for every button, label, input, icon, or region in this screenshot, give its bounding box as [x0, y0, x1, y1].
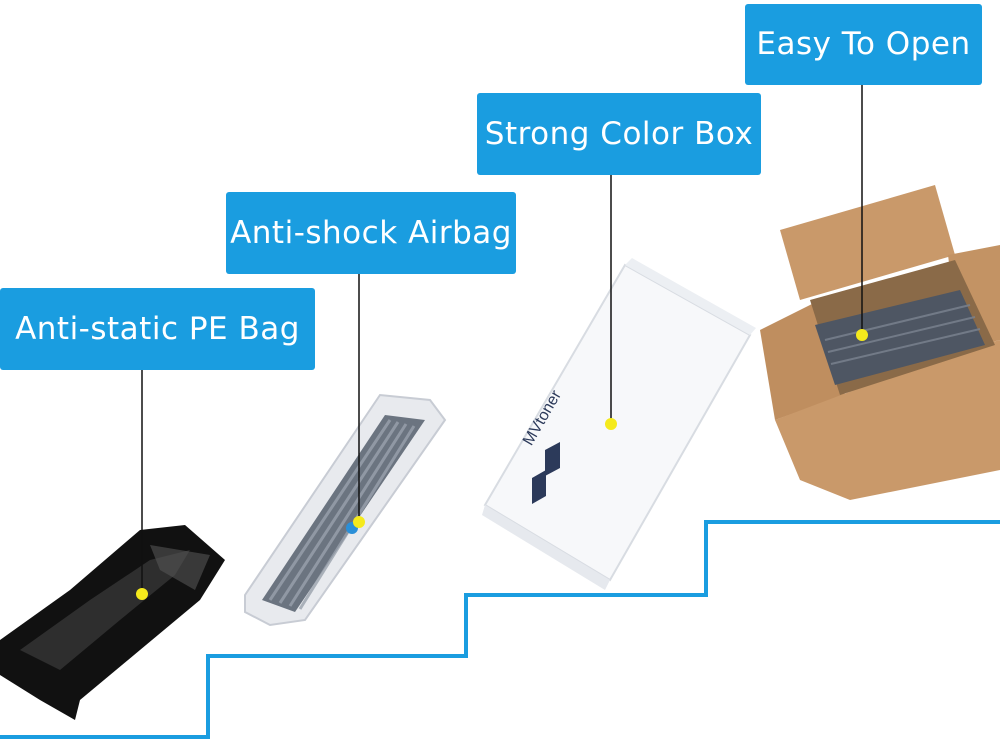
marker-dots	[136, 329, 868, 600]
strong-color-box-text: Strong Color Box	[484, 115, 754, 152]
anti-shock-airbag-label: Anti-shock Airbag	[226, 192, 516, 274]
easy-to-open-label: Easy To Open	[745, 4, 982, 85]
connector-lines	[141, 85, 863, 594]
anti-shock-airbag-text: Anti-shock Airbag	[230, 214, 512, 251]
stairs-line	[0, 520, 1000, 739]
marker-dot	[856, 329, 868, 341]
easy-to-open-text: Easy To Open	[756, 26, 971, 62]
anti-static-pe-bag-text: Anti-static PE Bag	[15, 310, 300, 347]
black-pe-bag-image	[0, 525, 225, 720]
anti-static-pe-bag-label: Anti-static PE Bag	[0, 288, 315, 370]
airbag-image	[244, 393, 447, 627]
marker-dot	[605, 418, 617, 430]
marker-dot	[136, 588, 148, 600]
strong-color-box-label: Strong Color Box	[477, 93, 761, 175]
color-box-image	[482, 258, 756, 590]
cardboard-box-image	[760, 185, 1000, 500]
marker-dot	[353, 516, 365, 528]
